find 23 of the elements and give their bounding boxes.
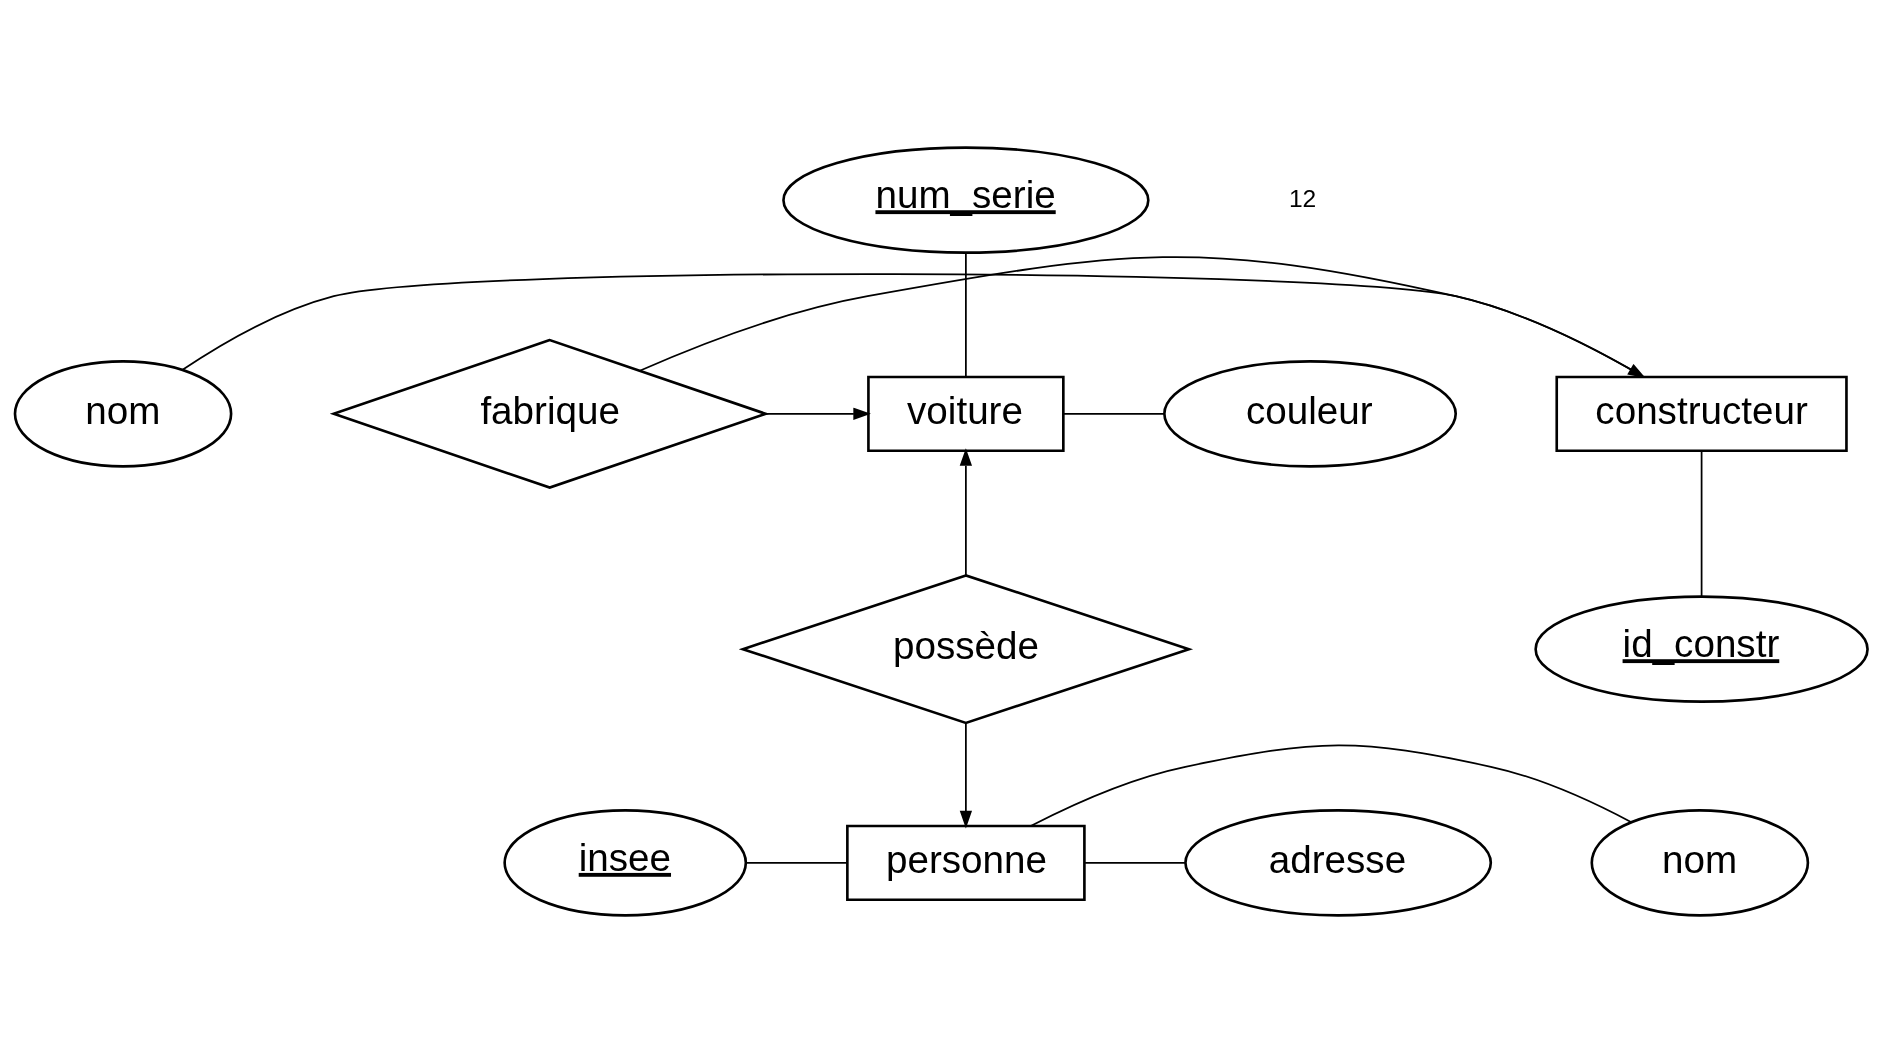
node-ellipse: num_serie bbox=[782, 146, 1150, 254]
connector bbox=[1084, 861, 1186, 864]
connector bbox=[1030, 744, 1633, 827]
node-ellipse: nom bbox=[13, 360, 233, 468]
node-ellipse: insee bbox=[503, 809, 748, 917]
node-ellipse: nom bbox=[1590, 809, 1810, 917]
connector bbox=[965, 251, 967, 378]
node-diamond: possède bbox=[738, 574, 1194, 725]
node-box: constructeur bbox=[1555, 375, 1848, 453]
arrow bbox=[959, 722, 973, 829]
arrow bbox=[959, 448, 973, 577]
node-ellipse: id_constr bbox=[1534, 595, 1869, 703]
node-ellipse: couleur bbox=[1163, 360, 1457, 468]
node-box: personne bbox=[846, 824, 1086, 901]
label: 12 bbox=[1288, 184, 1317, 212]
connector bbox=[1700, 449, 1703, 598]
connector bbox=[745, 861, 848, 864]
node-box: voiture bbox=[867, 375, 1065, 453]
connector bbox=[1062, 412, 1166, 415]
arrow bbox=[765, 407, 871, 420]
arrow bbox=[638, 256, 1646, 379]
connector bbox=[181, 273, 1645, 378]
node-ellipse: adresse bbox=[1184, 809, 1493, 917]
